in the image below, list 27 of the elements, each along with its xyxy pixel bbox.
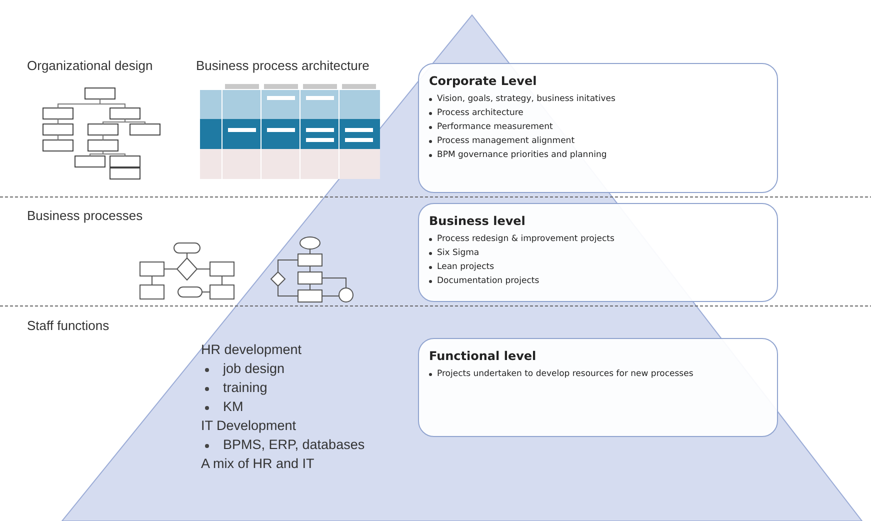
bullet-item: Lean projects [437, 262, 494, 272]
level-card [418, 338, 778, 437]
bullet-item: Vision, goals, strategy, business initatives [437, 94, 616, 104]
bullet-item: BPM governance priorities and planning [437, 150, 607, 160]
bullet-item: job design [223, 361, 285, 376]
list-heading: IT Development [201, 418, 296, 433]
level-card [418, 63, 778, 193]
list-heading: A mix of HR and IT [201, 456, 314, 471]
bullet-item: Process management alignment [437, 136, 575, 146]
section-label: Business process architecture [196, 58, 370, 73]
section-label: Business processes [27, 208, 143, 223]
bullet-item: Projects undertaken to develop resources for new processes [437, 369, 694, 379]
section-label: Staff functions [27, 318, 110, 333]
level-heading: Corporate Level [429, 74, 537, 88]
bullet-item: BPMS, ERP, databases [223, 437, 365, 452]
bullet-item: Performance measurement [437, 122, 553, 132]
bullet-item: training [223, 380, 268, 395]
section-label: Organizational design [27, 58, 153, 73]
list-heading: HR development [201, 342, 302, 357]
level-card [418, 203, 778, 302]
bullet-item: KM [223, 399, 244, 414]
level-heading: Business level [429, 214, 526, 228]
level-heading: Functional level [429, 349, 536, 363]
bullet-item: Process redesign & improvement projects [437, 234, 614, 244]
bullet-item: Six Sigma [437, 248, 480, 258]
bullet-item: Documentation projects [437, 276, 540, 286]
bullet-item: Process architecture [437, 108, 524, 118]
